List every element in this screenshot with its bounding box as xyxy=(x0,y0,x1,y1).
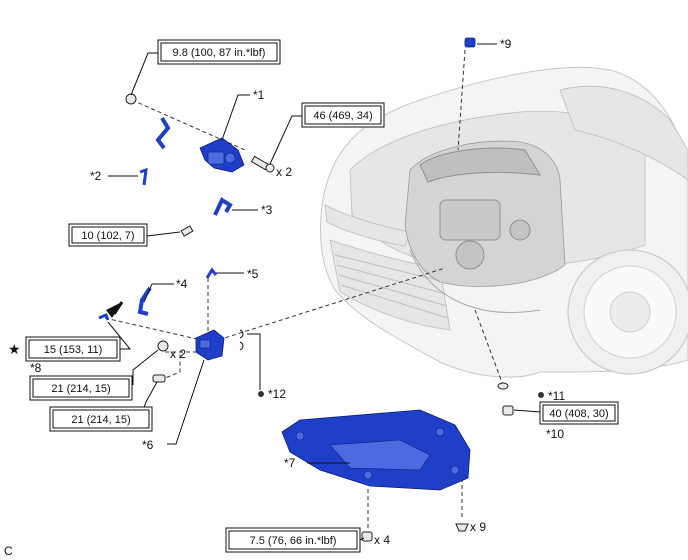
quantity-labels: x 2 x 2 x 4 x 9 xyxy=(170,165,486,547)
callout-9: *9 xyxy=(500,37,512,51)
bolt-40 xyxy=(502,405,514,416)
star-icon: ★ xyxy=(8,342,21,358)
torque-label-2: 46 (469, 34) xyxy=(313,110,372,122)
callout-10: *10 xyxy=(546,427,564,441)
part-5-hose xyxy=(205,267,218,279)
torque-label-6: 21 (214, 15) xyxy=(71,414,130,426)
callout-12: *12 xyxy=(268,387,286,401)
torque-box-4: 15 (153, 11) xyxy=(25,336,121,362)
callout-1: *1 xyxy=(253,88,265,102)
bullet-11 xyxy=(538,392,544,398)
torque-box-1: 9.8 (100, 87 in.*lbf) xyxy=(157,39,281,65)
torque-box-5: 21 (214, 15) xyxy=(29,375,133,401)
torque-box-8: 7.5 (76, 66 in.*lbf) xyxy=(225,527,361,553)
callout-8: *8 xyxy=(30,361,42,375)
torque-label-3: 10 (102, 7) xyxy=(81,230,134,242)
bolt-7-5 xyxy=(361,531,373,542)
part-2-hose xyxy=(139,167,148,186)
qty-bolts-7-5: x 4 xyxy=(374,533,390,547)
fasteners xyxy=(125,93,544,542)
engine-assembly xyxy=(404,140,566,313)
corner-code: C xyxy=(4,544,13,558)
hose-part xyxy=(155,116,171,150)
callout-5: *5 xyxy=(247,267,259,281)
part-12-clamps xyxy=(239,329,244,351)
bolt-21 xyxy=(152,374,166,383)
vehicle-illustration xyxy=(320,66,688,378)
part-8-clip xyxy=(98,313,110,321)
qty-bolts-46: x 2 xyxy=(276,165,292,179)
callout-4: *4 xyxy=(176,277,188,291)
torque-label-1: 9.8 (100, 87 in.*lbf) xyxy=(173,47,266,59)
front-wheel xyxy=(567,249,688,375)
assembly-lines xyxy=(104,49,504,530)
callout-3: *3 xyxy=(261,203,273,217)
nut-21 xyxy=(157,340,169,352)
torque-box-3: 10 (102, 7) xyxy=(68,223,148,247)
leader-lines xyxy=(107,43,541,541)
torque-label-4: 15 (153, 11) xyxy=(44,344,103,356)
clip-11 xyxy=(497,382,509,390)
part-7-undercover xyxy=(281,409,471,491)
torque-box-7: 40 (408, 30) xyxy=(539,401,619,425)
parts xyxy=(98,37,476,491)
part-6-component xyxy=(195,329,225,361)
bullet-12 xyxy=(258,391,264,397)
qty-nuts-21: x 2 xyxy=(170,347,186,361)
callout-11: *11 xyxy=(548,389,565,403)
torque-box-6: 21 (214, 15) xyxy=(49,406,153,432)
part-1-assembly xyxy=(199,137,245,173)
qty-clips: x 9 xyxy=(470,520,486,534)
arrow-icon xyxy=(106,301,124,318)
torque-box-2: 46 (469, 34) xyxy=(301,102,385,128)
bolt-46 xyxy=(250,155,275,173)
clip-9x xyxy=(455,523,469,532)
callout-labels: *1 *2 *3 *4 *5 *6 *7 *8 *9 *10 *11 *12 xyxy=(30,37,565,470)
callout-2: *2 xyxy=(90,169,102,183)
part-3-bracket xyxy=(213,197,233,216)
torque-label-5: 21 (214, 15) xyxy=(51,383,110,395)
torque-label-8: 7.5 (76, 66 in.*lbf) xyxy=(250,535,337,547)
part-9-clip xyxy=(464,37,476,48)
torque-label-7: 40 (408, 30) xyxy=(549,408,608,420)
nut-9-8 xyxy=(125,93,137,105)
callout-6: *6 xyxy=(142,438,154,452)
bolt-10 xyxy=(180,225,194,237)
callout-7: *7 xyxy=(284,456,296,470)
part-4-hose xyxy=(137,286,152,316)
